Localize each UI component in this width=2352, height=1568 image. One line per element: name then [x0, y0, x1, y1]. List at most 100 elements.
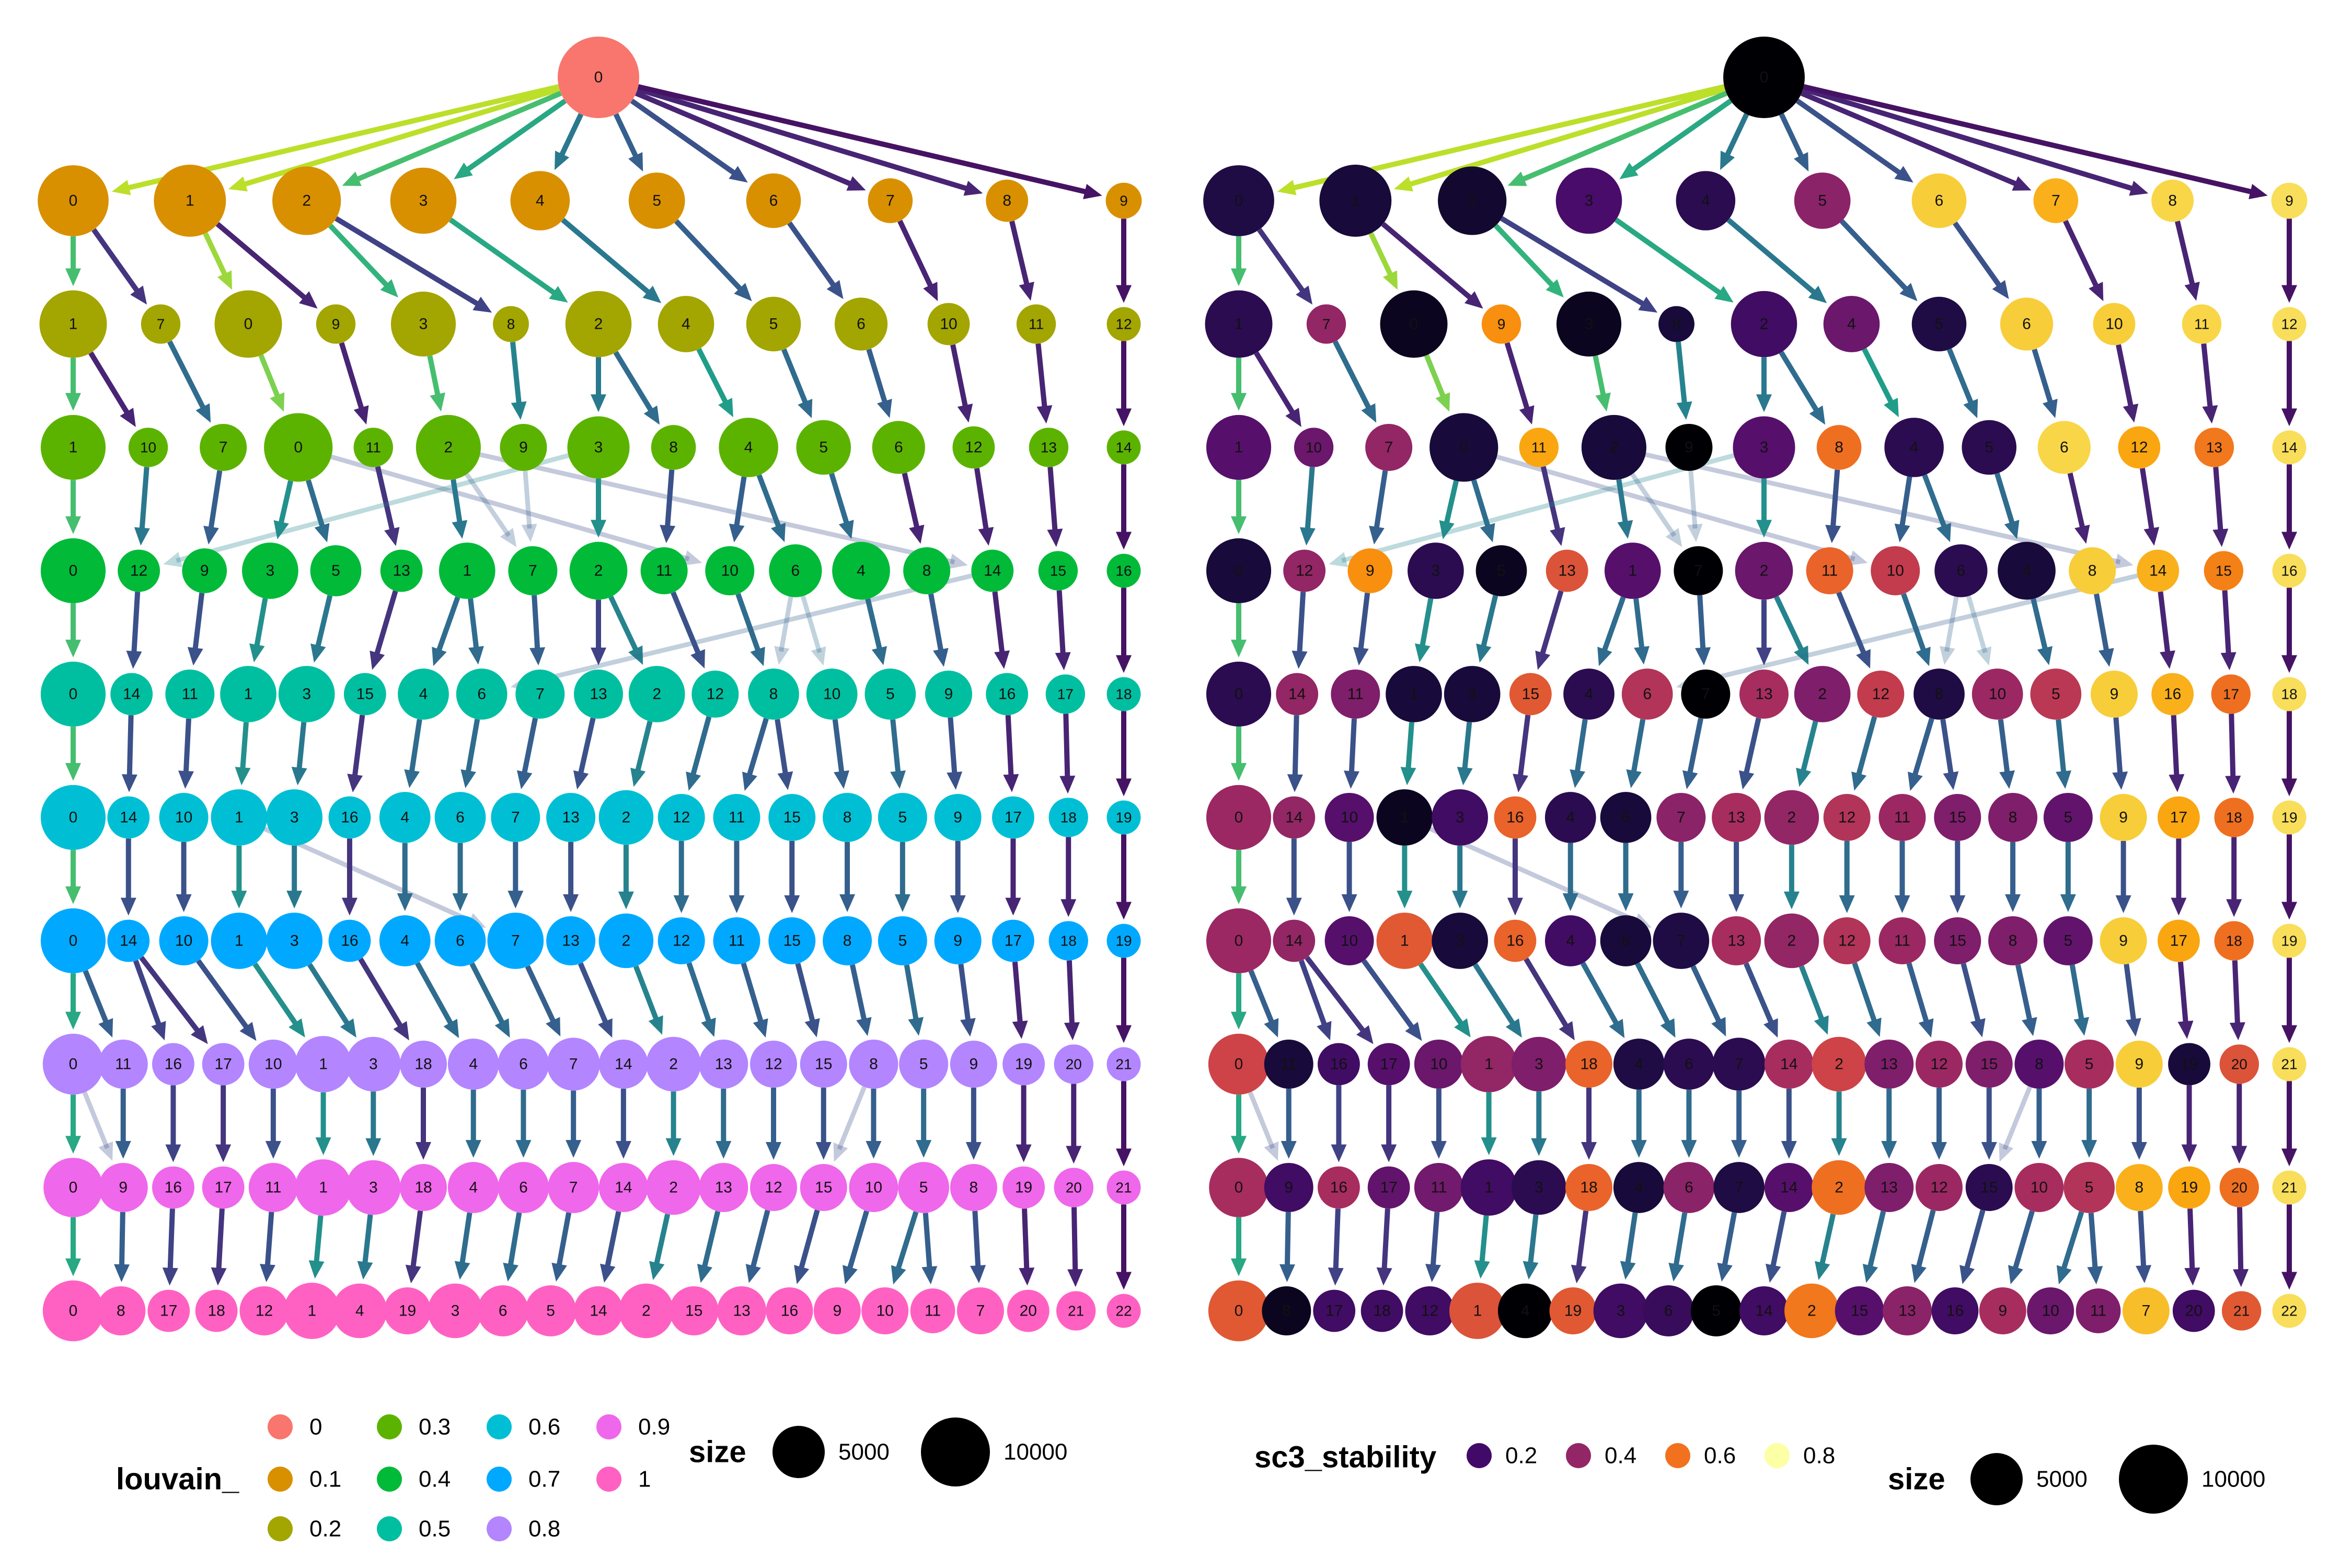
edge-arrowhead: [774, 645, 790, 665]
cluster-node-label: 11: [115, 1056, 131, 1073]
cluster-node-label: 15: [815, 1179, 832, 1196]
edge-arrowhead: [516, 770, 533, 790]
cluster-node-circle: [384, 1287, 431, 1334]
edge-arrowhead: [1839, 895, 1855, 913]
edge-line: [1527, 1214, 1539, 1266]
edge-line: [1689, 573, 2138, 686]
cluster-node: 0: [38, 165, 109, 236]
cluster-node: 13: [1739, 669, 1789, 719]
edge-arrowhead: [270, 392, 285, 412]
edge-arrowhead: [286, 891, 303, 909]
cluster-node-label: 5: [898, 932, 907, 950]
cluster-node: 3: [1593, 1283, 1648, 1339]
cluster-node-circle: [2168, 1166, 2210, 1209]
cluster-node-circle: [1911, 173, 1967, 228]
cluster-node-label: 7: [2051, 192, 2060, 210]
cluster-node-label: 3: [1432, 562, 1440, 580]
cluster-node-circle: [154, 165, 226, 237]
edge-arrowhead: [2056, 770, 2071, 789]
cluster-node-circle: [1871, 546, 1920, 596]
cluster-node: 11: [98, 1039, 148, 1089]
cluster-node-circle: [1739, 669, 1789, 719]
edge-line: [1645, 452, 2121, 564]
edge-line: [375, 466, 396, 534]
edge-line: [192, 592, 205, 653]
cluster-node: 4: [719, 418, 778, 477]
edge-line: [2063, 220, 2100, 290]
edge-arrowhead: [718, 398, 733, 418]
edge-arrowhead: [734, 283, 752, 302]
edge-line: [2031, 598, 2049, 653]
edge-line: [1998, 719, 2011, 776]
cluster-node-circle: [1324, 916, 1374, 966]
cluster-node-label: 4: [419, 686, 428, 703]
cluster-node-label: 6: [456, 932, 465, 950]
cluster-node-circle: [2158, 796, 2200, 839]
edge-arrowhead: [615, 1140, 631, 1159]
cluster-node-label: 3: [419, 192, 428, 210]
cluster-node-circle: [646, 1160, 701, 1215]
cluster-node-circle: [598, 1039, 648, 1089]
edge-arrowhead: [1281, 1140, 1297, 1159]
edge-arrowhead: [1231, 639, 1247, 658]
edge-arrowhead: [1562, 893, 1578, 912]
cluster-node-label: 14: [1780, 1056, 1797, 1073]
cluster-node-label: 6: [499, 1302, 508, 1320]
cluster-node-circle: [1581, 414, 1646, 480]
cluster-node: 0: [42, 1033, 104, 1095]
edge-line: [2232, 960, 2241, 1027]
cluster-node-label: 20: [1066, 1056, 1082, 1073]
cluster-node-label: 1: [1235, 316, 1243, 333]
cluster-node: 14: [1764, 1162, 1814, 1213]
edge-line: [2060, 1211, 2084, 1273]
edge-arrowhead: [2281, 532, 2297, 550]
cluster-node-circle: [1262, 1286, 1311, 1336]
cluster-node-label: 15: [1980, 1179, 1998, 1196]
cluster-node-label: 18: [414, 1179, 432, 1196]
edge-arrowhead: [1464, 291, 1483, 309]
edge-line: [1944, 596, 1959, 652]
cluster-node-circle: [1674, 546, 1723, 596]
cluster-node-label: 17: [214, 1056, 232, 1073]
edge-line: [1009, 221, 1030, 289]
cluster-node: 1: [1604, 543, 1661, 599]
edge-line: [1795, 98, 1904, 177]
cluster-node-circle: [1512, 1160, 1566, 1215]
cluster-node-label: 21: [2281, 1056, 2297, 1073]
edge-arrowhead: [628, 152, 643, 172]
edge-arrowhead: [1231, 1258, 1247, 1276]
cluster-node-circle: [220, 666, 276, 722]
edge-arrowhead: [1976, 646, 1992, 666]
edge-line: [88, 351, 131, 417]
cluster-node: 1: [1386, 666, 1442, 722]
edge-arrowhead: [770, 523, 786, 543]
cluster-node-label: 14: [1115, 440, 1132, 456]
cluster-node: 3: [266, 789, 323, 846]
cluster-node-label: 2: [622, 809, 631, 826]
edge-arrowhead: [163, 552, 183, 568]
size-key-label: 5000: [838, 1439, 890, 1465]
edge-arrowhead: [380, 279, 398, 298]
cluster-node-circle: [1878, 794, 1926, 841]
edge-line: [1819, 1213, 1836, 1267]
cluster-node: 9: [2100, 917, 2147, 964]
edge-arrowhead: [187, 647, 203, 666]
cluster-node-circle: [211, 789, 268, 846]
cluster-node-circle: [1106, 1294, 1141, 1328]
edge-line: [1348, 718, 1357, 776]
edge-arrowhead: [1331, 1144, 1347, 1162]
cluster-node-label: 1: [1400, 932, 1409, 950]
cluster-node: 1: [295, 1036, 352, 1092]
edge-arrowhead: [965, 1142, 982, 1160]
cluster-node-circle: [2027, 1287, 2074, 1334]
cluster-node-label: 15: [1949, 932, 1966, 950]
cluster-node-label: 1: [69, 316, 78, 333]
cluster-node-label: 11: [1347, 686, 1364, 703]
edge-arrowhead: [1480, 523, 1495, 543]
edge-arrowhead: [353, 405, 369, 425]
cluster-node-circle: [861, 1287, 909, 1334]
cluster-node-label: 2: [1468, 192, 1477, 210]
edge-arrowhead: [970, 1265, 986, 1284]
cluster-node: 6: [834, 297, 888, 351]
